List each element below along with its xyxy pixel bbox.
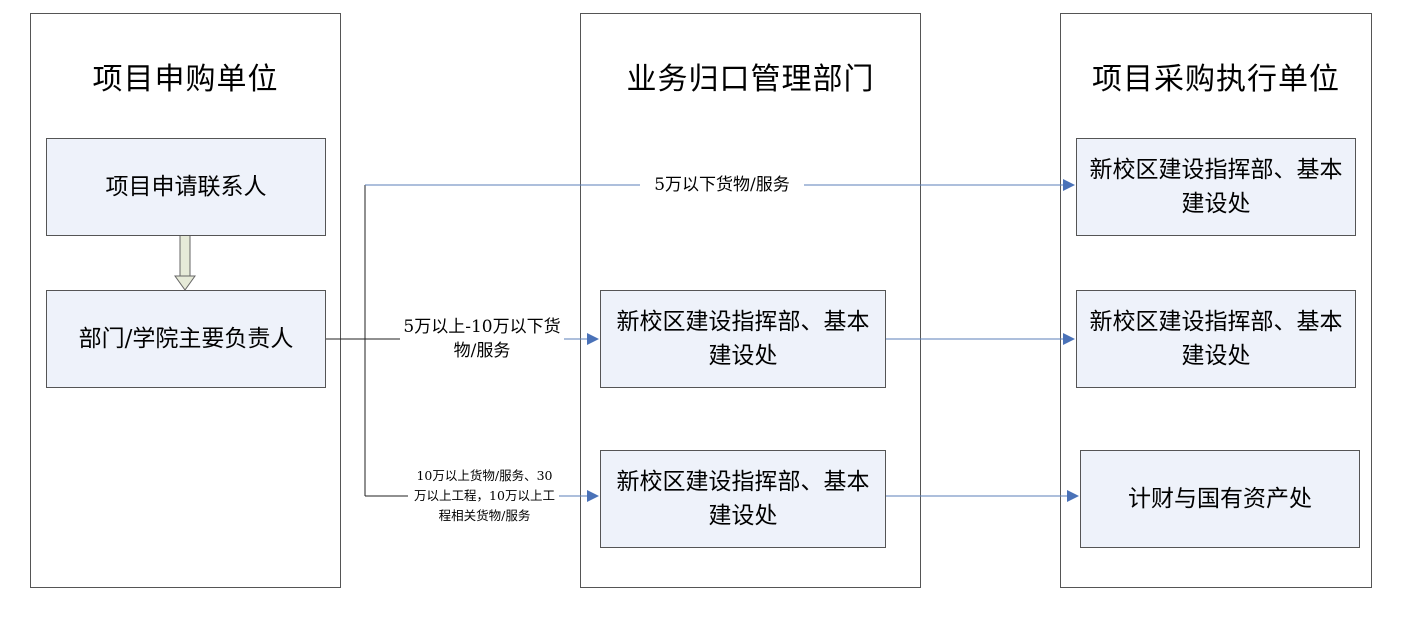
- box-exec-low: 计财与国有资产处: [1080, 450, 1360, 548]
- edge-label-mid: 5万以上-10万以下货物/服务: [400, 315, 564, 363]
- box-mgmt-mid: 新校区建设指挥部、基本建设处: [600, 290, 886, 388]
- box-exec-mid: 新校区建设指挥部、基本建设处: [1076, 290, 1356, 388]
- box-dept-head: 部门/学院主要负责人: [46, 290, 326, 388]
- lane-title-applicant: 项目申购单位: [92, 62, 279, 97]
- box-contact: 项目申请联系人: [46, 138, 326, 236]
- box-mgmt-low: 新校区建设指挥部、基本建设处: [600, 450, 886, 548]
- down-arrow-icon: [174, 234, 196, 291]
- lane-title-management: 业务归口管理部门: [626, 62, 875, 97]
- edge-label-low: 10万以上货物/服务、30万以上工程，10万以上工程相关货物/服务: [410, 466, 559, 526]
- box-exec-top: 新校区建设指挥部、基本建设处: [1076, 138, 1356, 236]
- edge-label-top: 5万以下货物/服务: [640, 173, 804, 197]
- lane-title-executor: 项目采购执行单位: [1092, 62, 1340, 97]
